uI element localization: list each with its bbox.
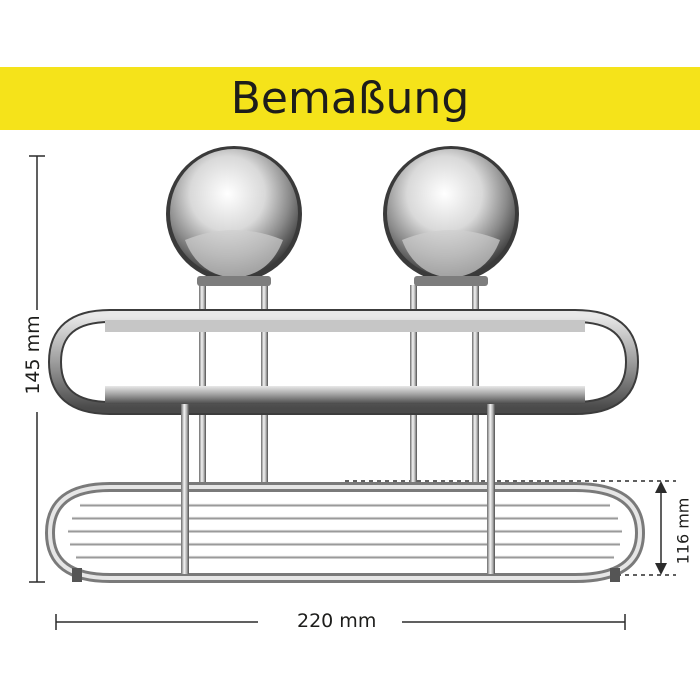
back-rods — [199, 285, 479, 485]
width-label: 220 mm — [297, 610, 377, 632]
depth-dimension-line — [345, 480, 676, 576]
basket-top-ring — [47, 309, 640, 415]
front-rods — [181, 404, 495, 574]
header-banner: Bemaßung — [0, 67, 700, 130]
page-title: Bemaßung — [230, 73, 470, 124]
width-dimension-line — [55, 614, 626, 630]
basket-floor — [44, 482, 646, 583]
suction-cup-left — [166, 146, 302, 286]
height-dimension-line — [29, 155, 45, 583]
depth-label: 116 mm — [673, 497, 693, 565]
height-label: 145 mm — [22, 315, 44, 395]
suction-cup-right — [383, 146, 519, 286]
